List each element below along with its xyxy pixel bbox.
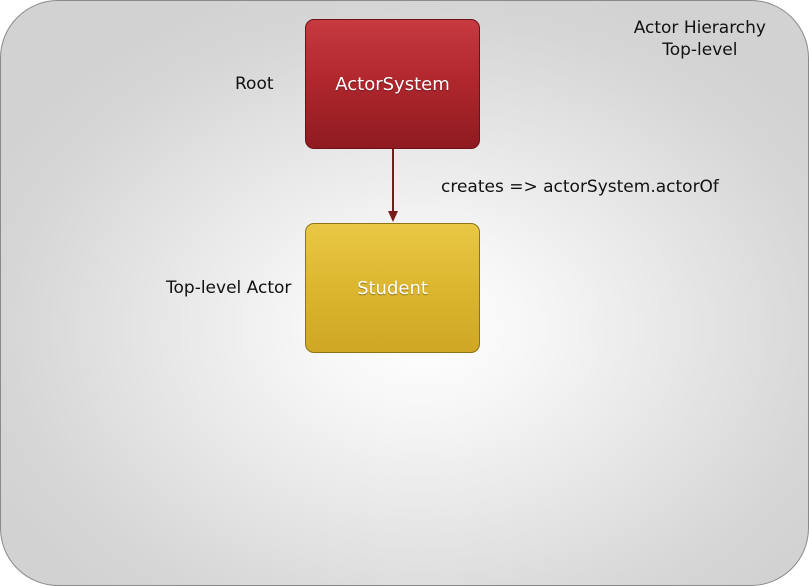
creates-edge-label: creates => actorSystem.actorOf [441,177,719,197]
title-line-1: Actor Hierarchy [633,18,766,38]
title-line-2: Top-level [662,40,738,60]
student-node: Student [305,223,480,353]
creates-arrow-head [388,211,398,222]
actor-system-node: ActorSystem [305,19,480,149]
student-side-label: Top-level Actor [166,278,292,298]
root-side-label: Root [235,74,274,94]
actor-system-node-label: ActorSystem [335,73,450,95]
slide-title: Actor Hierarchy Top-level [634,17,766,61]
student-node-label: Student [357,277,428,299]
